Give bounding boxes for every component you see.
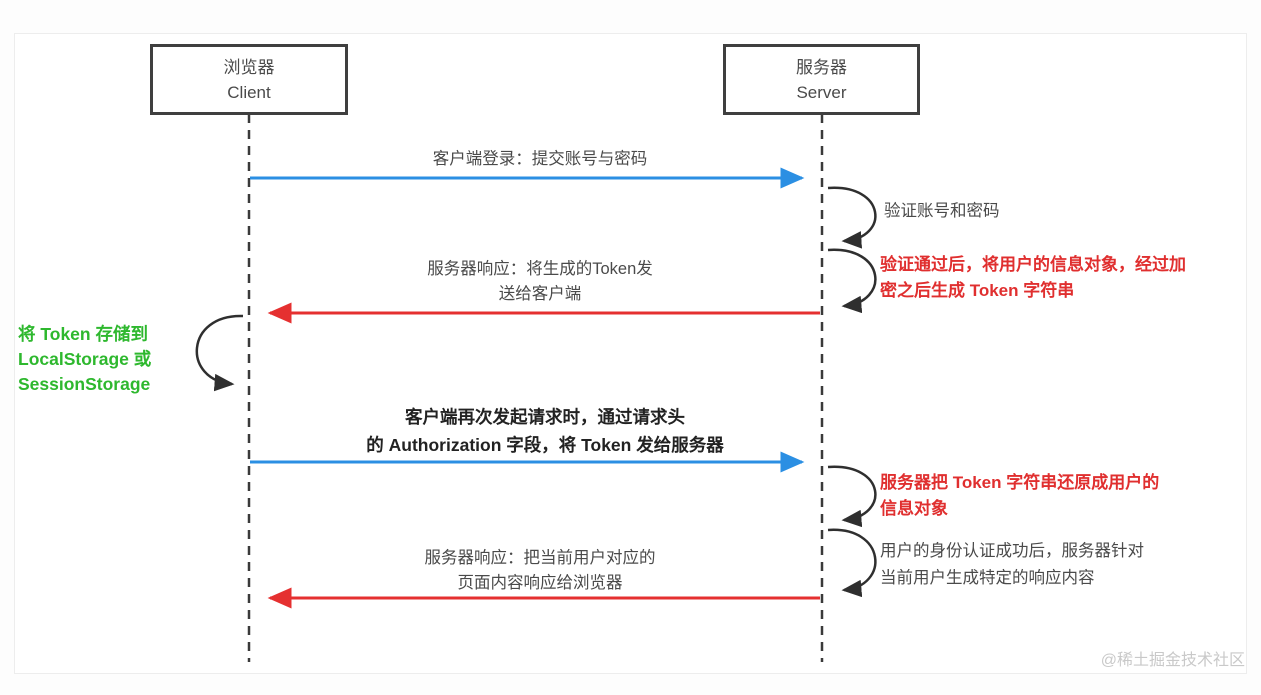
- restore-token-self-loop: [827, 465, 877, 528]
- generate-token-note-line2: 密之后生成 Token 字符串: [880, 281, 1075, 300]
- generate-token-note: 验证通过后，将用户的信息对象，经过加 密之后生成 Token 字符串: [880, 252, 1261, 304]
- restore-token-note: 服务器把 Token 字符串还原成用户的 信息对象: [880, 470, 1260, 522]
- auth-request-line2: 的 Authorization 字段，将 Token 发给服务器: [366, 435, 724, 455]
- store-token-note-line3: SessionStorage: [18, 374, 151, 394]
- store-token-note: 将 Token 存储到 LocalStorage 或 SessionStorag…: [18, 322, 218, 397]
- token-response-message-label: 服务器响应：将生成的Token发 送给客户端: [330, 257, 750, 307]
- token-response-line1: 服务器响应：将生成的Token发: [427, 260, 653, 278]
- store-token-note-line1: 将 Token 存储到: [18, 324, 148, 344]
- generate-response-note-line2: 当前用户生成特定的响应内容: [880, 569, 1095, 587]
- login-message-label: 客户端登录：提交账号与密码: [432, 150, 648, 168]
- client-name-en: Client: [227, 82, 271, 102]
- diagram-panel: [14, 33, 1247, 674]
- server-actor-box: 服务器 Server: [723, 44, 920, 115]
- page-response-message-label: 服务器响应：把当前用户对应的 页面内容响应给浏览器: [330, 546, 750, 596]
- juejin-watermark: @稀土掘金技术社区: [1100, 652, 1245, 669]
- server-name-en: Server: [796, 82, 847, 102]
- generate-token-note-line1: 验证通过后，将用户的信息对象，经过加: [880, 255, 1186, 274]
- store-token-self-loop: [195, 314, 244, 392]
- page-response-line1: 服务器响应：把当前用户对应的: [424, 549, 656, 567]
- verify-self-loop: [827, 186, 877, 249]
- client-actor-box: 浏览器 Client: [150, 44, 348, 115]
- store-token-note-line2: LocalStorage 或: [18, 349, 152, 369]
- restore-token-note-line2: 信息对象: [880, 499, 948, 518]
- client-name-zh: 浏览器: [223, 57, 275, 77]
- generate-response-note: 用户的身份认证成功后，服务器针对 当前用户生成特定的响应内容: [880, 538, 1260, 592]
- server-name-zh: 服务器: [796, 57, 847, 77]
- page-response-line2: 页面内容响应给浏览器: [457, 574, 623, 592]
- auth-request-message-label: 客户端再次发起请求时，通过请求头 的 Authorization 字段，将 To…: [270, 403, 820, 459]
- verify-credentials-note: 验证账号和密码: [884, 202, 1000, 220]
- auth-request-line1: 客户端再次发起请求时，通过请求头: [405, 407, 685, 427]
- generate-token-self-loop: [827, 248, 877, 314]
- generate-response-note-line1: 用户的身份认证成功后，服务器针对: [880, 542, 1144, 560]
- token-response-line2: 送给客户端: [498, 285, 582, 303]
- generate-response-self-loop: [827, 528, 877, 598]
- restore-token-note-line1: 服务器把 Token 字符串还原成用户的: [880, 473, 1160, 492]
